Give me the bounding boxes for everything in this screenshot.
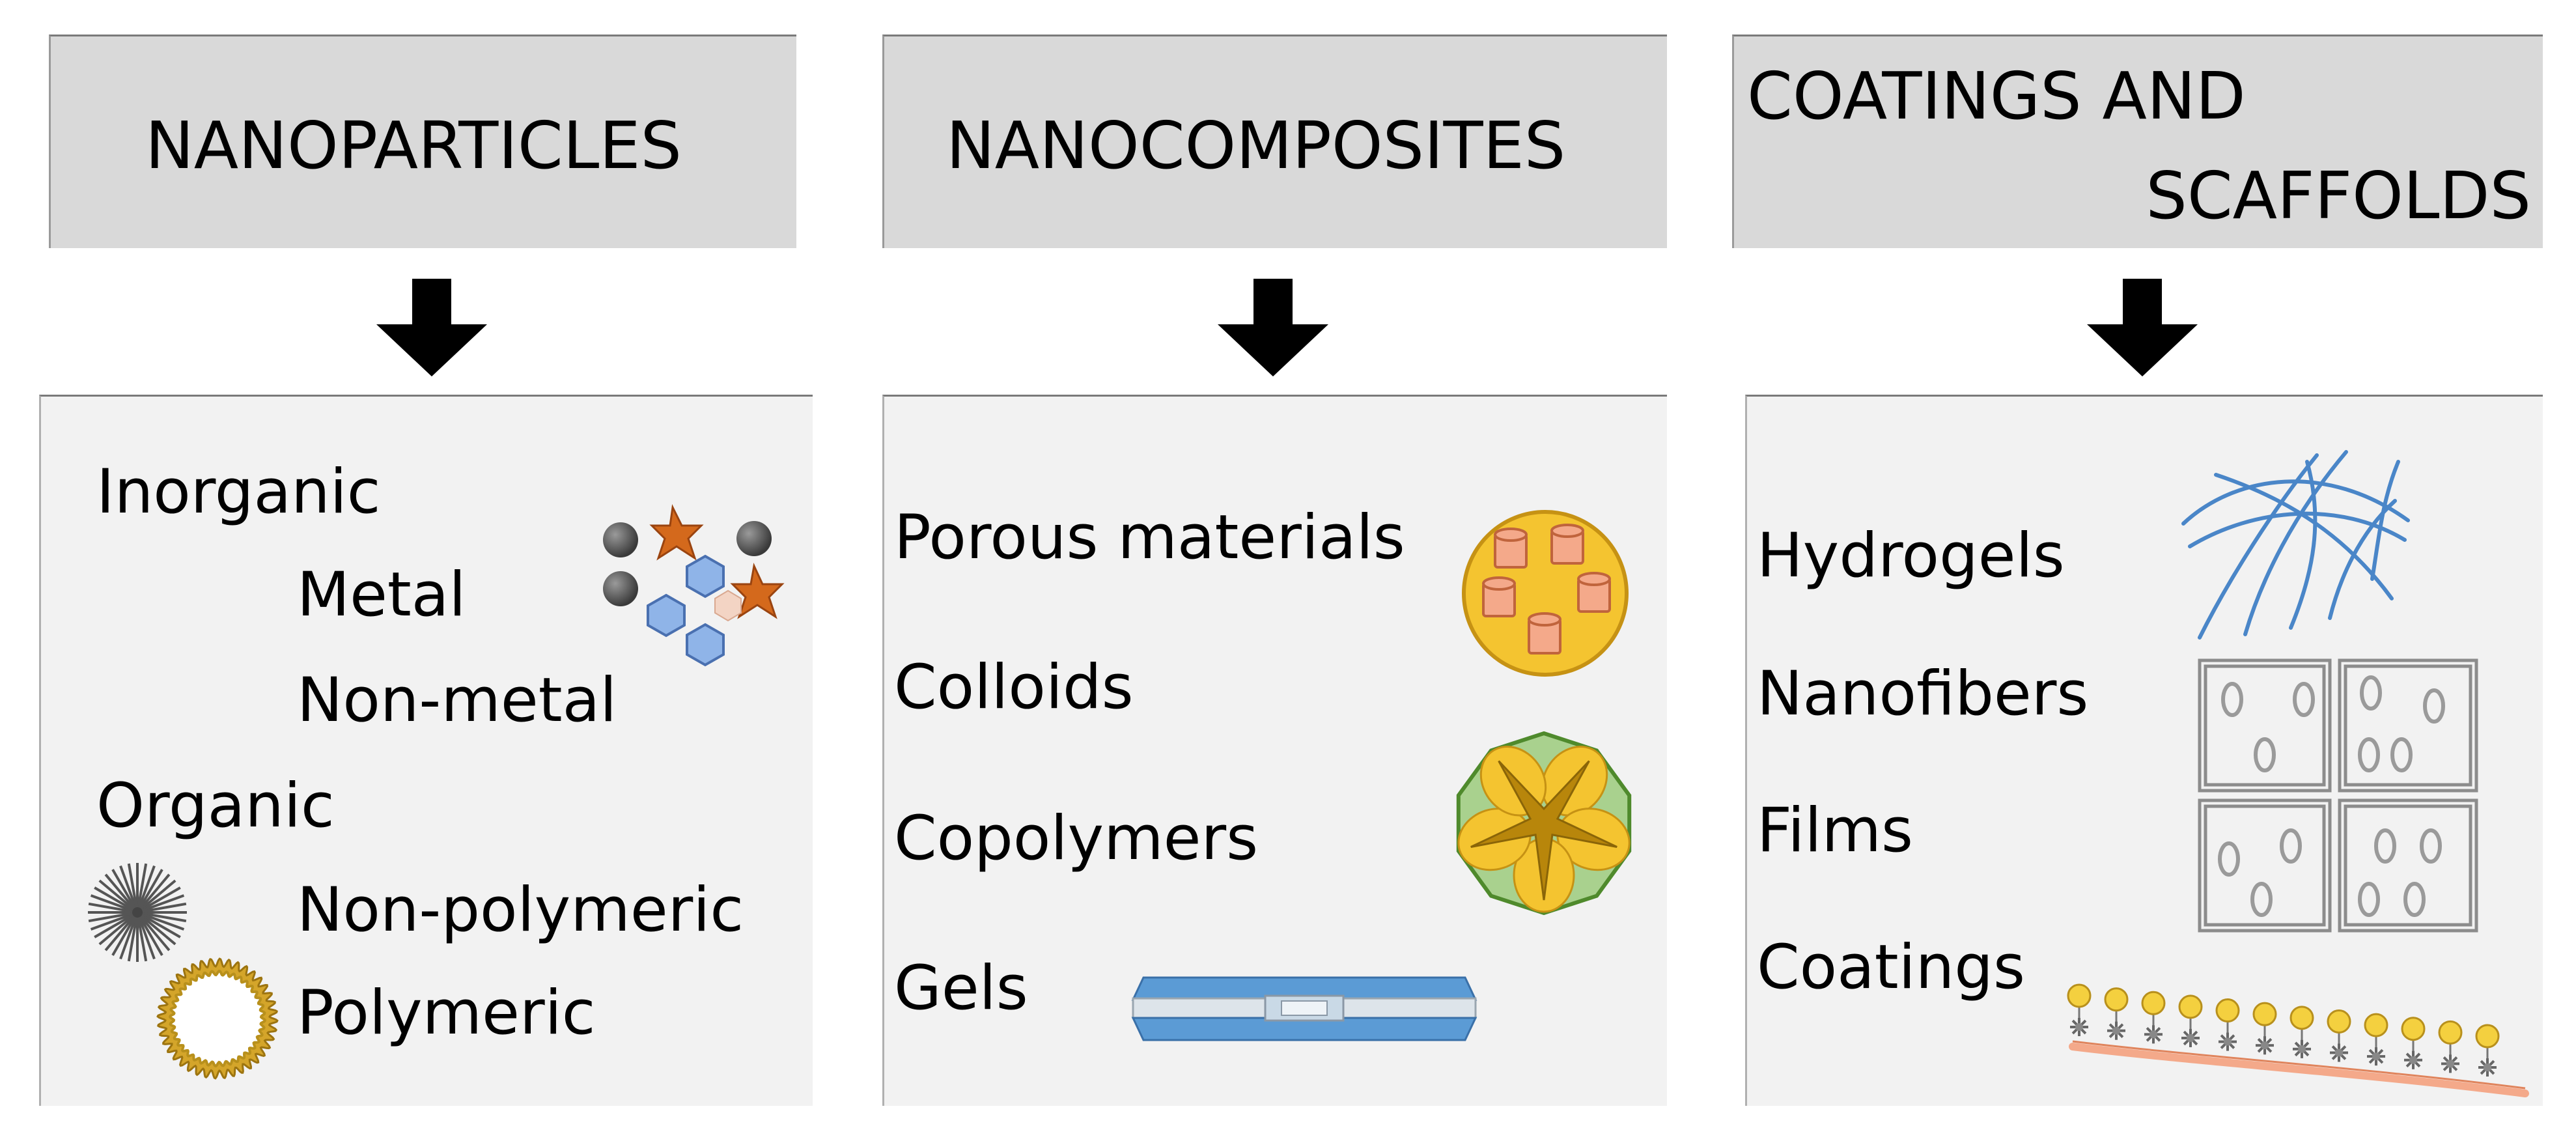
header-title: NANOCOMPOSITES: [946, 107, 1566, 184]
porous-material-icon: [1462, 510, 1629, 677]
item-polymeric: Polymeric: [297, 978, 596, 1049]
header-nanocomposites: NANOCOMPOSITES: [882, 35, 1667, 248]
nanofiber-film-grid-icon: [2198, 658, 2478, 933]
polymeric-ring-icon: [156, 957, 279, 1080]
starburst-particle-icon: [88, 863, 187, 962]
item-gels: Gels: [894, 953, 1028, 1024]
item-non-metal: Non-metal: [297, 665, 617, 736]
item-coatings: Coatings: [1757, 932, 2025, 1003]
down-arrow-icon: [1218, 279, 1328, 376]
item-organic: Organic: [96, 770, 335, 841]
item-metal: Metal: [297, 559, 466, 630]
panel-nanocomposites: Porous materials Colloids Copolymers Gel…: [882, 395, 1667, 1106]
header-title-line-1: COATINGS AND: [1747, 58, 2246, 134]
coating-layer-icon: [2067, 983, 2529, 1097]
header-nanoparticles: NANOPARTICLES: [49, 35, 796, 248]
item-porous-materials: Porous materials: [894, 502, 1405, 573]
item-non-polymeric: Non-polymeric: [297, 875, 744, 946]
hydrogel-fibers-icon: [2181, 450, 2410, 640]
gel-slab-icon: [1131, 976, 1477, 1041]
copolymer-icon: [1456, 731, 1632, 916]
item-copolymers: Copolymers: [894, 803, 1259, 874]
item-inorganic: Inorganic: [96, 457, 381, 528]
header-title-line-2: SCAFFOLDS: [2146, 158, 2531, 234]
item-nanofibers: Nanofibers: [1757, 658, 2089, 729]
down-arrow-icon: [376, 279, 487, 376]
header-coatings-and-scaffolds: COATINGS AND SCAFFOLDS: [1732, 35, 2543, 248]
panel-coatings-and-scaffolds: Hydrogels Nanofibers Films Coatings: [1745, 395, 2543, 1106]
panel-nanoparticles: Inorganic Metal Non-metal Organic Non-po…: [39, 395, 813, 1106]
header-title: NANOPARTICLES: [145, 107, 682, 184]
item-hydrogels: Hydrogels: [1757, 520, 2065, 591]
item-colloids: Colloids: [894, 652, 1134, 723]
item-films: Films: [1757, 795, 1914, 866]
inorganic-nanoparticles-icon: [603, 504, 785, 667]
down-arrow-icon: [2087, 279, 2198, 376]
